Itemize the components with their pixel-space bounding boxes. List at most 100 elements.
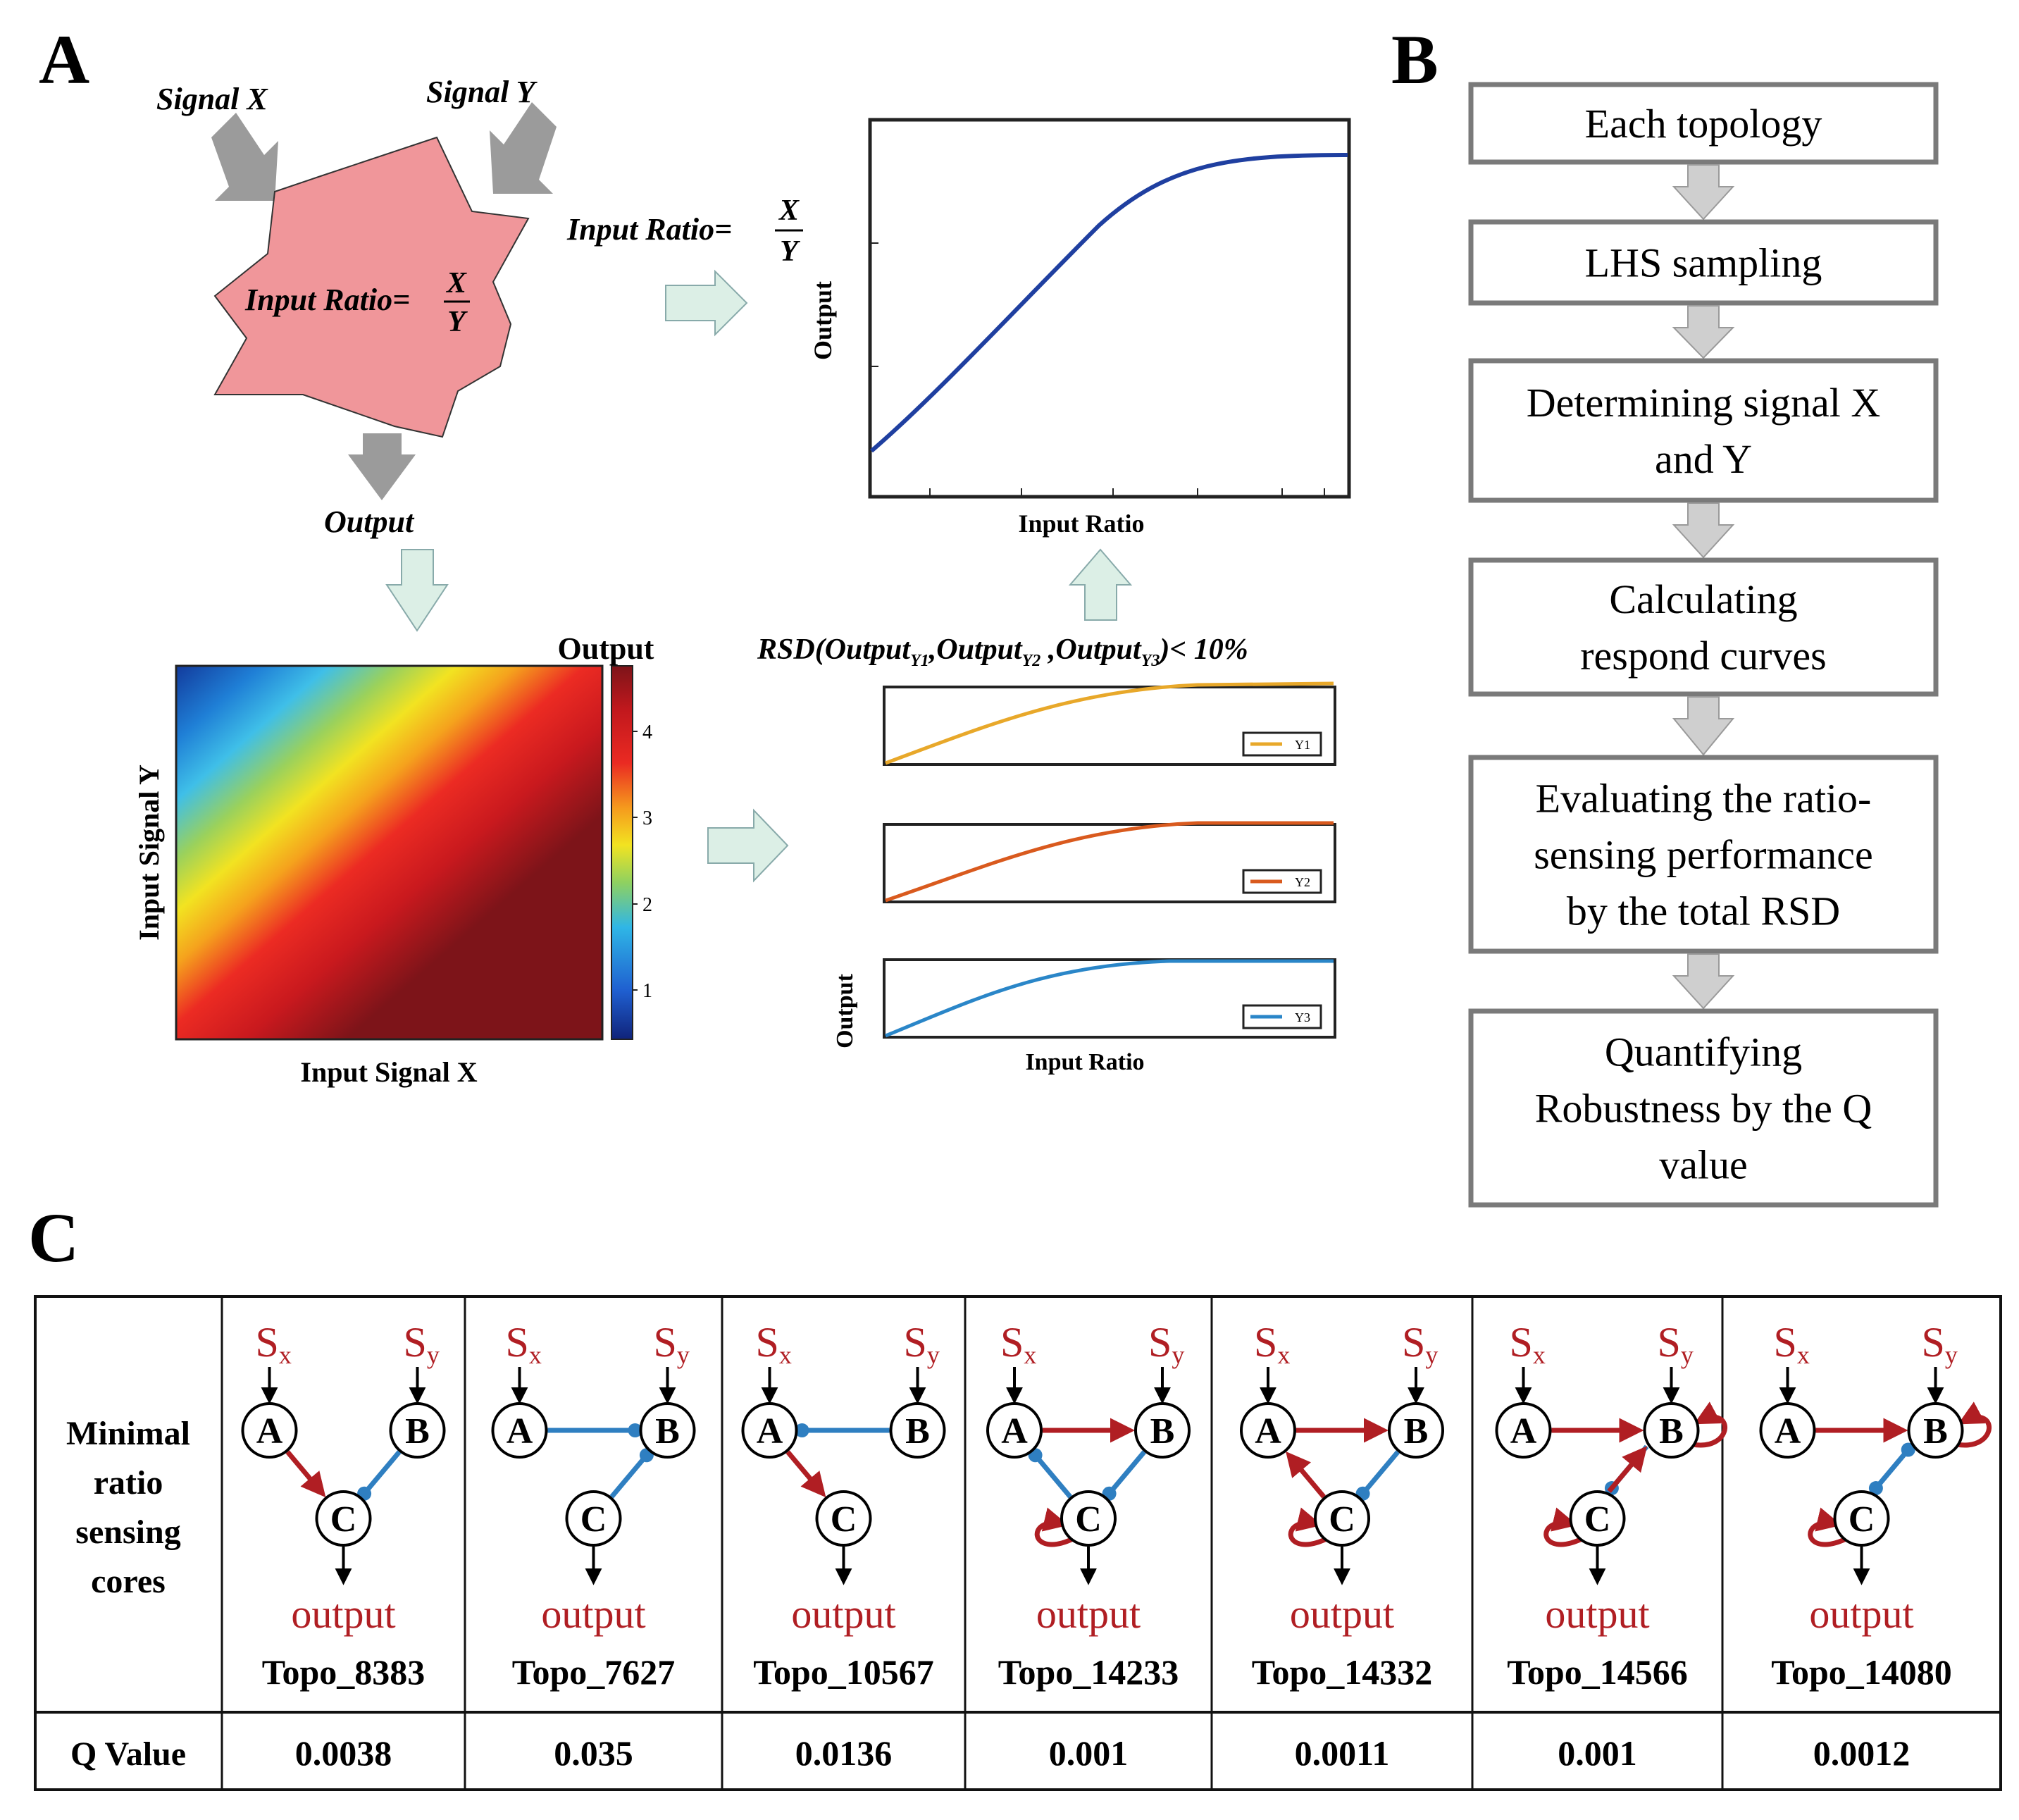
signal-sy-label: Sy bbox=[904, 1319, 940, 1369]
flow-step: Each topology bbox=[1468, 82, 1939, 165]
node-a bbox=[241, 1402, 298, 1459]
self-loop-edge bbox=[1288, 1507, 1329, 1547]
topology-table bbox=[34, 1295, 2002, 1791]
curve-plot-ticks bbox=[870, 242, 1325, 497]
node-a bbox=[1240, 1402, 1296, 1459]
node-c bbox=[1314, 1490, 1370, 1547]
inhibition-head-icon bbox=[628, 1423, 642, 1437]
activation-edge bbox=[285, 1450, 326, 1498]
flow-arrow-icon bbox=[1672, 953, 1735, 1010]
node-c bbox=[565, 1490, 622, 1547]
colorbar-tick: 1 bbox=[642, 980, 652, 1002]
topology-name: Topo_10567 bbox=[753, 1652, 934, 1692]
panel-a: Signal X Signal Y Input Ratio= X Y Outpu… bbox=[133, 75, 1351, 1088]
node-a bbox=[986, 1402, 1043, 1459]
signal-sy-label: Sy bbox=[654, 1319, 690, 1369]
row-header-line: Minimal bbox=[66, 1415, 190, 1452]
node-label: C bbox=[1849, 1499, 1875, 1540]
flow-step-text: respond curves bbox=[1580, 633, 1827, 679]
self-loop-edge bbox=[1543, 1507, 1585, 1547]
inhibition-edge bbox=[1871, 1448, 1911, 1493]
flow-arrow-icon bbox=[1672, 305, 1735, 359]
node-label: A bbox=[256, 1411, 283, 1451]
output-word: output bbox=[791, 1591, 895, 1637]
signal-sx-label: Sx bbox=[506, 1319, 542, 1369]
inhibition-head-icon bbox=[1901, 1442, 1915, 1457]
curve-xlabel: Input Ratio bbox=[1018, 509, 1144, 538]
colorbar-title: Output bbox=[558, 631, 654, 666]
signal-sx-label: Sx bbox=[1000, 1319, 1036, 1369]
node-label: A bbox=[1255, 1411, 1281, 1451]
colorbar-tick: 3 bbox=[642, 807, 652, 829]
node-c bbox=[815, 1490, 872, 1547]
network-star-shape bbox=[213, 136, 530, 438]
flow-arrow-icon bbox=[1672, 696, 1735, 756]
node-label: B bbox=[1404, 1411, 1429, 1451]
panel-label-b: B bbox=[1391, 20, 1439, 99]
activation-edge bbox=[1286, 1451, 1326, 1499]
star-ratio-label: Input Ratio= bbox=[244, 283, 410, 317]
signal-sy-label: Sy bbox=[1402, 1319, 1438, 1369]
inhibition-edge bbox=[1107, 1450, 1146, 1496]
topology-name: Topo_7627 bbox=[512, 1652, 676, 1692]
topology-name: Topo_14080 bbox=[1771, 1652, 1952, 1692]
self-loop-edge bbox=[1808, 1507, 1849, 1547]
inhibition-edge bbox=[609, 1453, 649, 1499]
node-label: B bbox=[405, 1411, 430, 1451]
q-value: 0.0038 bbox=[295, 1733, 392, 1773]
panel-label-c: C bbox=[28, 1199, 79, 1277]
node-a bbox=[1759, 1402, 1816, 1459]
flow-step-text: and Y bbox=[1655, 436, 1752, 482]
signal-sy-label: Sy bbox=[1658, 1319, 1694, 1369]
node-label: A bbox=[1775, 1411, 1801, 1451]
node-a bbox=[1495, 1402, 1552, 1459]
signal-sx-label: Sx bbox=[756, 1319, 792, 1369]
signal-sx-label: Sx bbox=[256, 1319, 292, 1369]
signal-x-arrow-icon bbox=[211, 113, 278, 201]
flow-arrow-icon bbox=[1672, 502, 1735, 559]
node-label: B bbox=[1150, 1411, 1175, 1451]
node-label: A bbox=[757, 1411, 783, 1451]
signal-sy-label: Sy bbox=[404, 1319, 440, 1369]
small-plots-xlabel: Input Ratio bbox=[1025, 1049, 1144, 1075]
node-b bbox=[389, 1402, 446, 1459]
response-curve bbox=[870, 153, 1348, 453]
node-label: C bbox=[1584, 1499, 1611, 1540]
signal-sx-label: Sx bbox=[1254, 1319, 1290, 1369]
to-heatmap-arrow-icon bbox=[385, 549, 449, 632]
activation-edge bbox=[785, 1450, 826, 1498]
node-label: B bbox=[1659, 1411, 1684, 1451]
panel-label-a: A bbox=[39, 20, 89, 99]
node-label: B bbox=[655, 1411, 680, 1451]
small-plot-y2: Y2 bbox=[883, 821, 1336, 903]
flow-arrow-icon bbox=[1672, 164, 1735, 221]
small-plot-y1: Y1 bbox=[883, 681, 1336, 766]
node-label: B bbox=[905, 1411, 930, 1451]
signal-y-arrow-icon bbox=[490, 102, 557, 194]
node-a bbox=[741, 1402, 798, 1459]
topology-name: Topo_8383 bbox=[262, 1652, 425, 1692]
inhibition-edge bbox=[362, 1450, 402, 1496]
row-header-line: ratio bbox=[94, 1464, 163, 1502]
node-c bbox=[1060, 1490, 1117, 1547]
topology-name: Topo_14332 bbox=[1252, 1652, 1433, 1692]
output-word: output bbox=[1545, 1591, 1649, 1637]
self-loop-edge bbox=[1956, 1401, 1992, 1448]
node-b bbox=[639, 1402, 696, 1459]
output-word: output bbox=[1290, 1591, 1394, 1637]
output-word: output bbox=[1809, 1591, 1913, 1637]
ratio-denominator: Y bbox=[780, 235, 800, 268]
node-c bbox=[315, 1490, 372, 1547]
small-plots-ylabel: Output bbox=[832, 973, 858, 1048]
to-curve-arrow-icon bbox=[665, 269, 748, 337]
